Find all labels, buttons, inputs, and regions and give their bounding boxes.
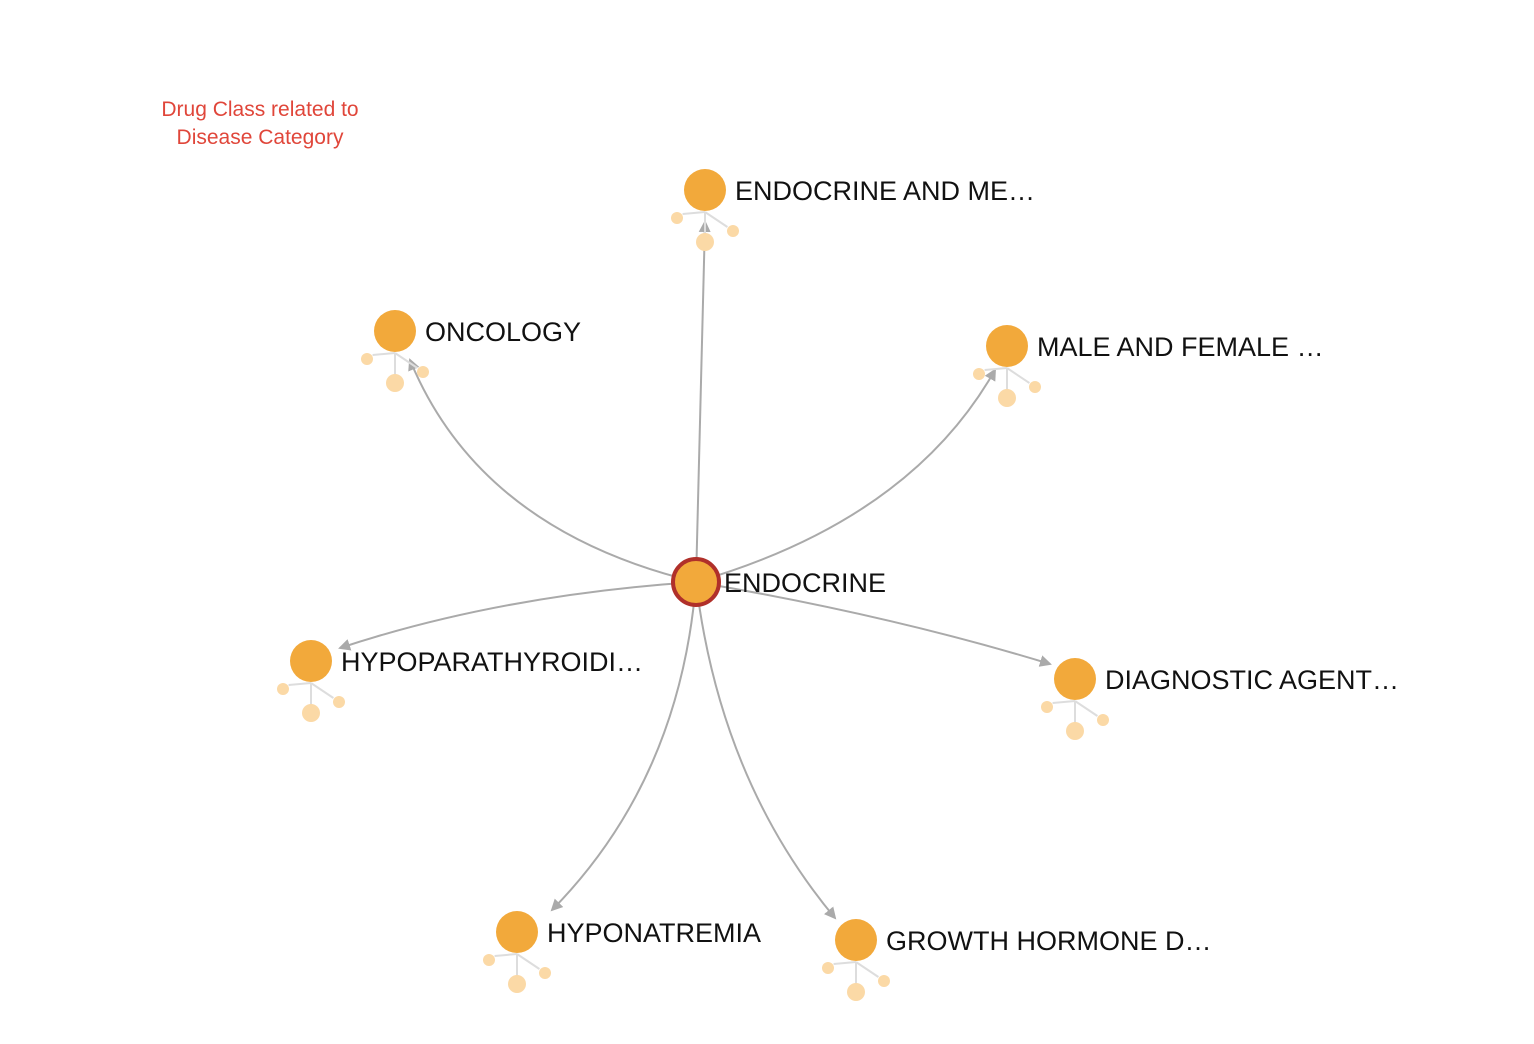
child-node[interactable] (973, 368, 985, 380)
child-node[interactable] (1029, 381, 1041, 393)
child-node[interactable] (302, 704, 320, 722)
child-node[interactable] (277, 683, 289, 695)
child-link (1052, 700, 1076, 704)
node-circle[interactable] (1054, 658, 1096, 700)
child-link (1006, 367, 1030, 384)
node-circle[interactable] (290, 640, 332, 682)
node-center[interactable]: ENDOCRINE (671, 557, 886, 607)
node-circle[interactable] (374, 310, 416, 352)
node-label: ENDOCRINE AND ME… (735, 176, 1035, 206)
node-circle[interactable] (496, 911, 538, 953)
child-node[interactable] (386, 374, 404, 392)
edge-oncology (408, 358, 697, 583)
child-node[interactable] (508, 975, 526, 993)
legend: Drug Class related to Disease Category (130, 96, 390, 152)
child-node[interactable] (727, 225, 739, 237)
child-node[interactable] (822, 962, 834, 974)
child-node[interactable] (1041, 701, 1053, 713)
child-link (704, 211, 728, 228)
child-node[interactable] (539, 967, 551, 979)
node-oncology[interactable]: ONCOLOGY (361, 310, 581, 392)
child-node[interactable] (361, 353, 373, 365)
node-label: DIAGNOSTIC AGENT… (1105, 665, 1399, 695)
node-growth-hormone[interactable]: GROWTH HORMONE D… (822, 919, 1211, 1001)
node-circle[interactable] (835, 919, 877, 961)
child-node[interactable] (333, 696, 345, 708)
child-link (516, 953, 540, 970)
edge-male-and-female (695, 368, 996, 583)
child-link (1074, 700, 1098, 717)
edge-hypoparathyroidism (338, 581, 697, 651)
center-node-circle[interactable] (671, 557, 721, 607)
child-link (288, 682, 312, 686)
legend-line-2: Disease Category (176, 126, 344, 149)
edge-growth-hormone (695, 581, 837, 920)
node-male-and-female[interactable]: MALE AND FEMALE … (973, 325, 1324, 407)
node-label: HYPONATREMIA (547, 918, 761, 948)
node-diagnostic-agents[interactable]: DIAGNOSTIC AGENT… (1041, 658, 1399, 740)
node-circle[interactable] (986, 325, 1028, 367)
edge-diagnostic-agents (695, 581, 1052, 667)
child-node[interactable] (847, 983, 865, 1001)
child-link (310, 682, 334, 699)
child-node[interactable] (1066, 722, 1084, 740)
child-node[interactable] (998, 389, 1016, 407)
node-hyponatremia[interactable]: HYPONATREMIA (483, 911, 761, 993)
edges-layer (338, 220, 1052, 920)
child-link (494, 953, 518, 957)
edge-endocrine-and-metabolic (695, 220, 711, 583)
child-node[interactable] (483, 954, 495, 966)
node-circle[interactable] (684, 169, 726, 211)
node-label: HYPOPARATHYROIDI… (341, 647, 643, 677)
child-node[interactable] (671, 212, 683, 224)
child-link (394, 352, 418, 369)
node-endocrine-and-metabolic[interactable]: ENDOCRINE AND ME… (671, 169, 1035, 251)
legend-line-1: Drug Class related to (161, 98, 359, 121)
child-link (682, 211, 706, 215)
node-label: MALE AND FEMALE … (1037, 332, 1324, 362)
child-node[interactable] (696, 233, 714, 251)
node-label: ONCOLOGY (425, 317, 581, 347)
child-node[interactable] (417, 366, 429, 378)
center-node-label: ENDOCRINE (724, 568, 886, 598)
child-node[interactable] (1097, 714, 1109, 726)
node-hypoparathyroidism[interactable]: HYPOPARATHYROIDI… (277, 640, 643, 722)
child-node[interactable] (878, 975, 890, 987)
nodes-layer: ENDOCRINE AND ME… ONCOLOGY MALE AND FEMALE… (277, 169, 1399, 1001)
child-link (855, 961, 879, 978)
child-link (984, 367, 1008, 371)
child-link (833, 961, 857, 965)
edge-hyponatremia (550, 581, 697, 912)
child-link (372, 352, 396, 356)
node-label: GROWTH HORMONE D… (886, 926, 1211, 956)
